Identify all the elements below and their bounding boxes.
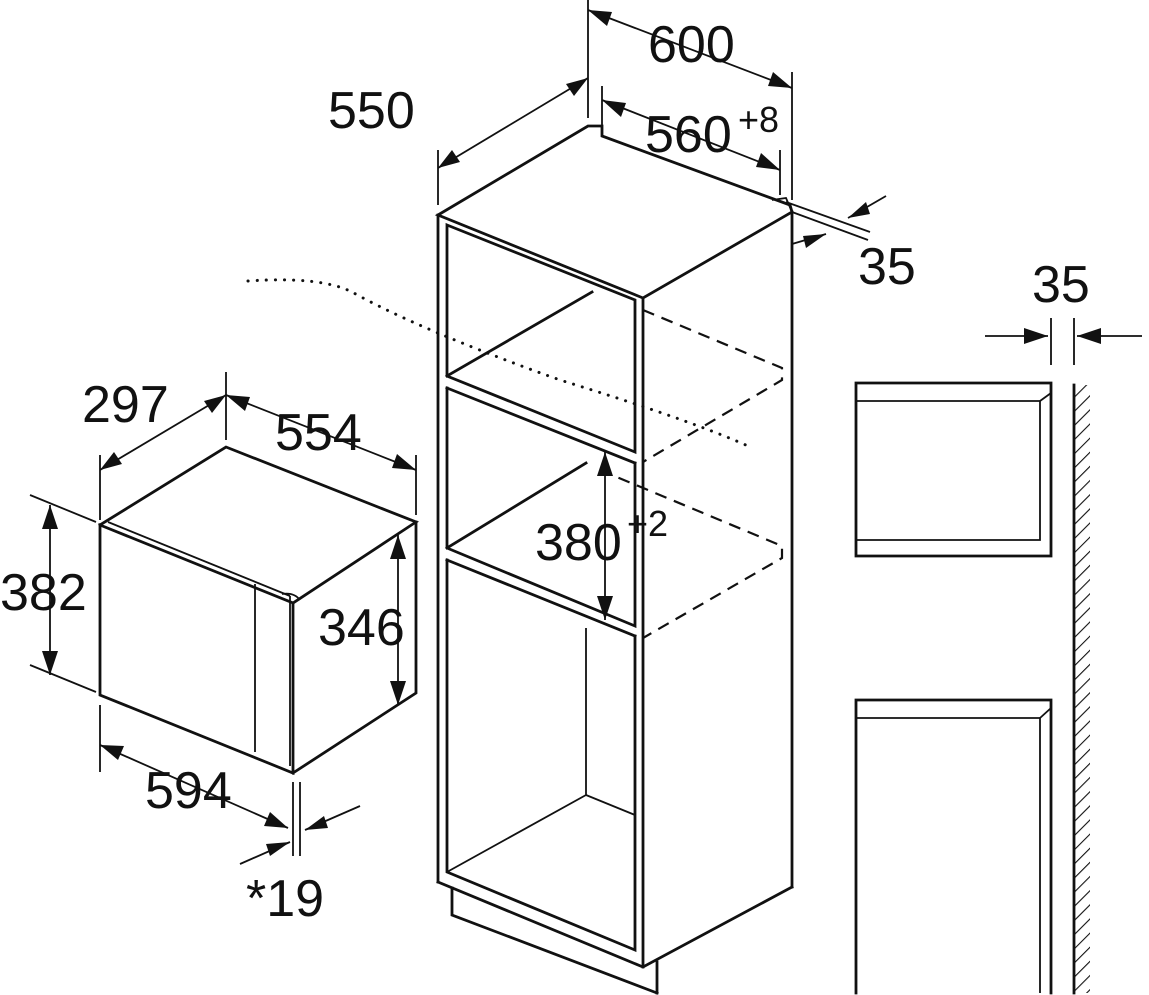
dashed-shelf-outlines: [599, 308, 784, 639]
label-appliance-inner-width: 554: [275, 404, 362, 462]
airflow-dotted-line: [246, 278, 750, 448]
label-appliance-height: 382: [0, 564, 87, 622]
label-niche-width-tolerance: +8: [738, 99, 779, 140]
label-appliance-depth: 297: [82, 376, 169, 434]
label-appliance-inner-height: 346: [318, 599, 405, 657]
label-niche-height-tolerance: +2: [627, 503, 668, 544]
label-niche-height: 380: [535, 514, 622, 572]
label-frame-offset: *19: [246, 870, 324, 928]
microwave-appliance: [98, 445, 420, 776]
label-side-gap: 35: [1032, 256, 1090, 314]
label-cabinet-width: 600: [648, 16, 735, 74]
dimension-lines: [29, 0, 1142, 865]
side-view: [854, 381, 1090, 995]
label-appliance-width: 594: [145, 762, 232, 820]
label-rear-gap: 35: [858, 238, 916, 296]
dimension-arrowheads: [42, 10, 1101, 856]
label-cabinet-depth: 550: [328, 82, 415, 140]
label-niche-width: 560: [645, 106, 732, 164]
tall-cabinet: [434, 124, 794, 995]
